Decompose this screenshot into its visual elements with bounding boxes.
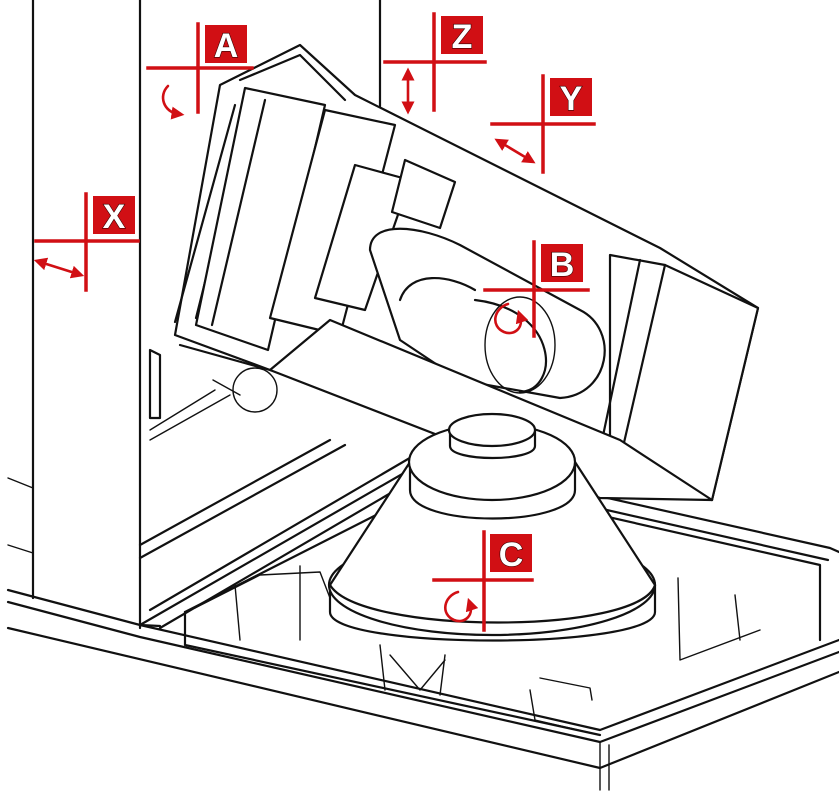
rotary-arrow-icon [444,590,479,623]
axis-marker-x: X [33,192,140,292]
axis-label-b: B [550,246,575,284]
axis-label-a: A [214,27,239,65]
rotary-arrow-icon [494,302,529,335]
axis-marker-y: Y [490,74,596,174]
axis-marker-z: Z [383,12,487,115]
axis-marker-b: B [483,240,590,338]
machine-drawing [6,0,839,791]
swivel-head [148,43,760,502]
axis-label-x: X [103,198,126,236]
axis-marker-c: C [432,530,534,632]
base-platform [6,588,839,791]
double-arrow-icon [33,257,85,279]
axis-marker-a: A [146,22,254,120]
table-tray [138,450,839,737]
x-column [7,0,142,630]
axis-markers: A Z Y X [33,12,596,632]
guide-rails [138,389,347,560]
double-arrow-icon [494,138,536,164]
axis-label-c: C [499,536,524,574]
axis-label-y: Y [560,80,583,118]
rotary-arrow-icon [161,84,185,120]
axis-label-z: Z [452,18,473,56]
